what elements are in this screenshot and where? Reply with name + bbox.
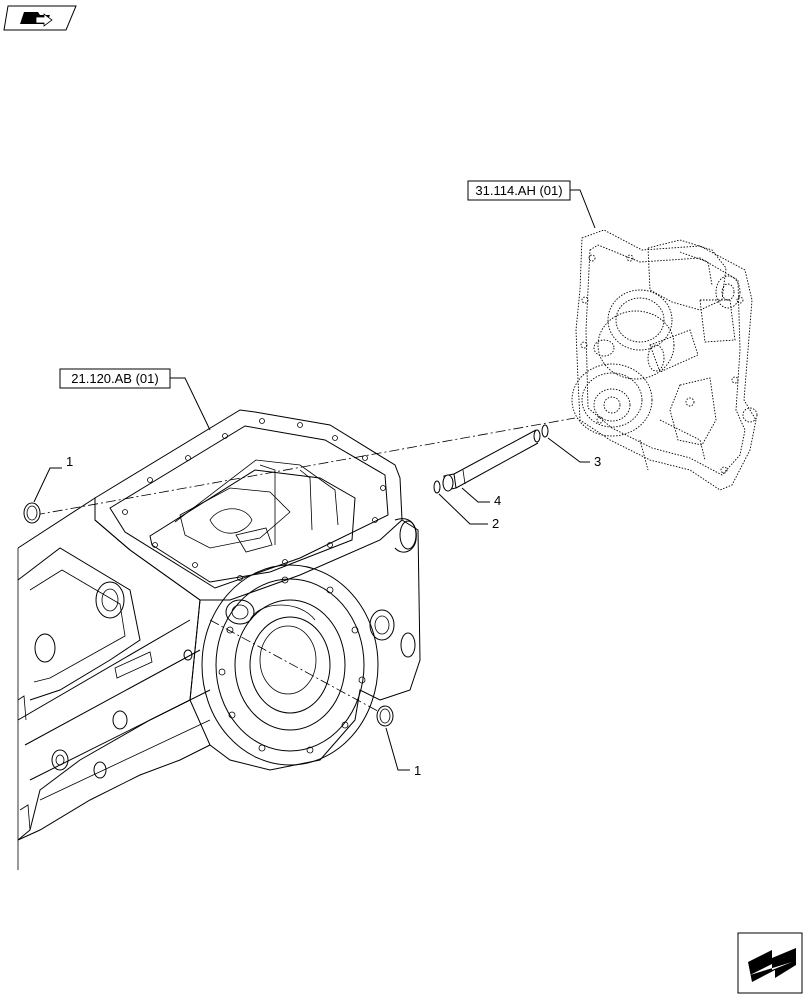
next-page-arrow-icon[interactable] bbox=[737, 932, 803, 994]
reference-label: 21.120.AB (01) bbox=[71, 371, 158, 386]
transmission-housing bbox=[17, 409, 421, 870]
center-axis-lower bbox=[209, 619, 386, 716]
book-arrow-icon[interactable] bbox=[3, 5, 77, 31]
callout-number: 4 bbox=[494, 493, 501, 508]
o-ring-part-3[interactable] bbox=[541, 424, 549, 438]
o-ring-part-2[interactable] bbox=[433, 480, 441, 494]
callout-number: 2 bbox=[492, 516, 499, 531]
plug-part-1-upper[interactable] bbox=[23, 502, 41, 524]
callout-number: 1 bbox=[414, 763, 421, 778]
gear-housing-assembly bbox=[571, 229, 758, 491]
callout-number: 1 bbox=[66, 454, 73, 469]
reference-label: 31.114.AH (01) bbox=[475, 183, 562, 198]
center-axis-upper bbox=[34, 417, 576, 516]
plug-part-1-lower[interactable] bbox=[376, 705, 394, 727]
callout-number: 3 bbox=[594, 454, 601, 469]
reference-box-31-114-ah[interactable]: 31.114.AH (01) bbox=[467, 180, 571, 201]
reference-box-21-120-ab[interactable]: 21.120.AB (01) bbox=[59, 368, 171, 389]
shaft-tube-part-4[interactable] bbox=[442, 429, 541, 492]
